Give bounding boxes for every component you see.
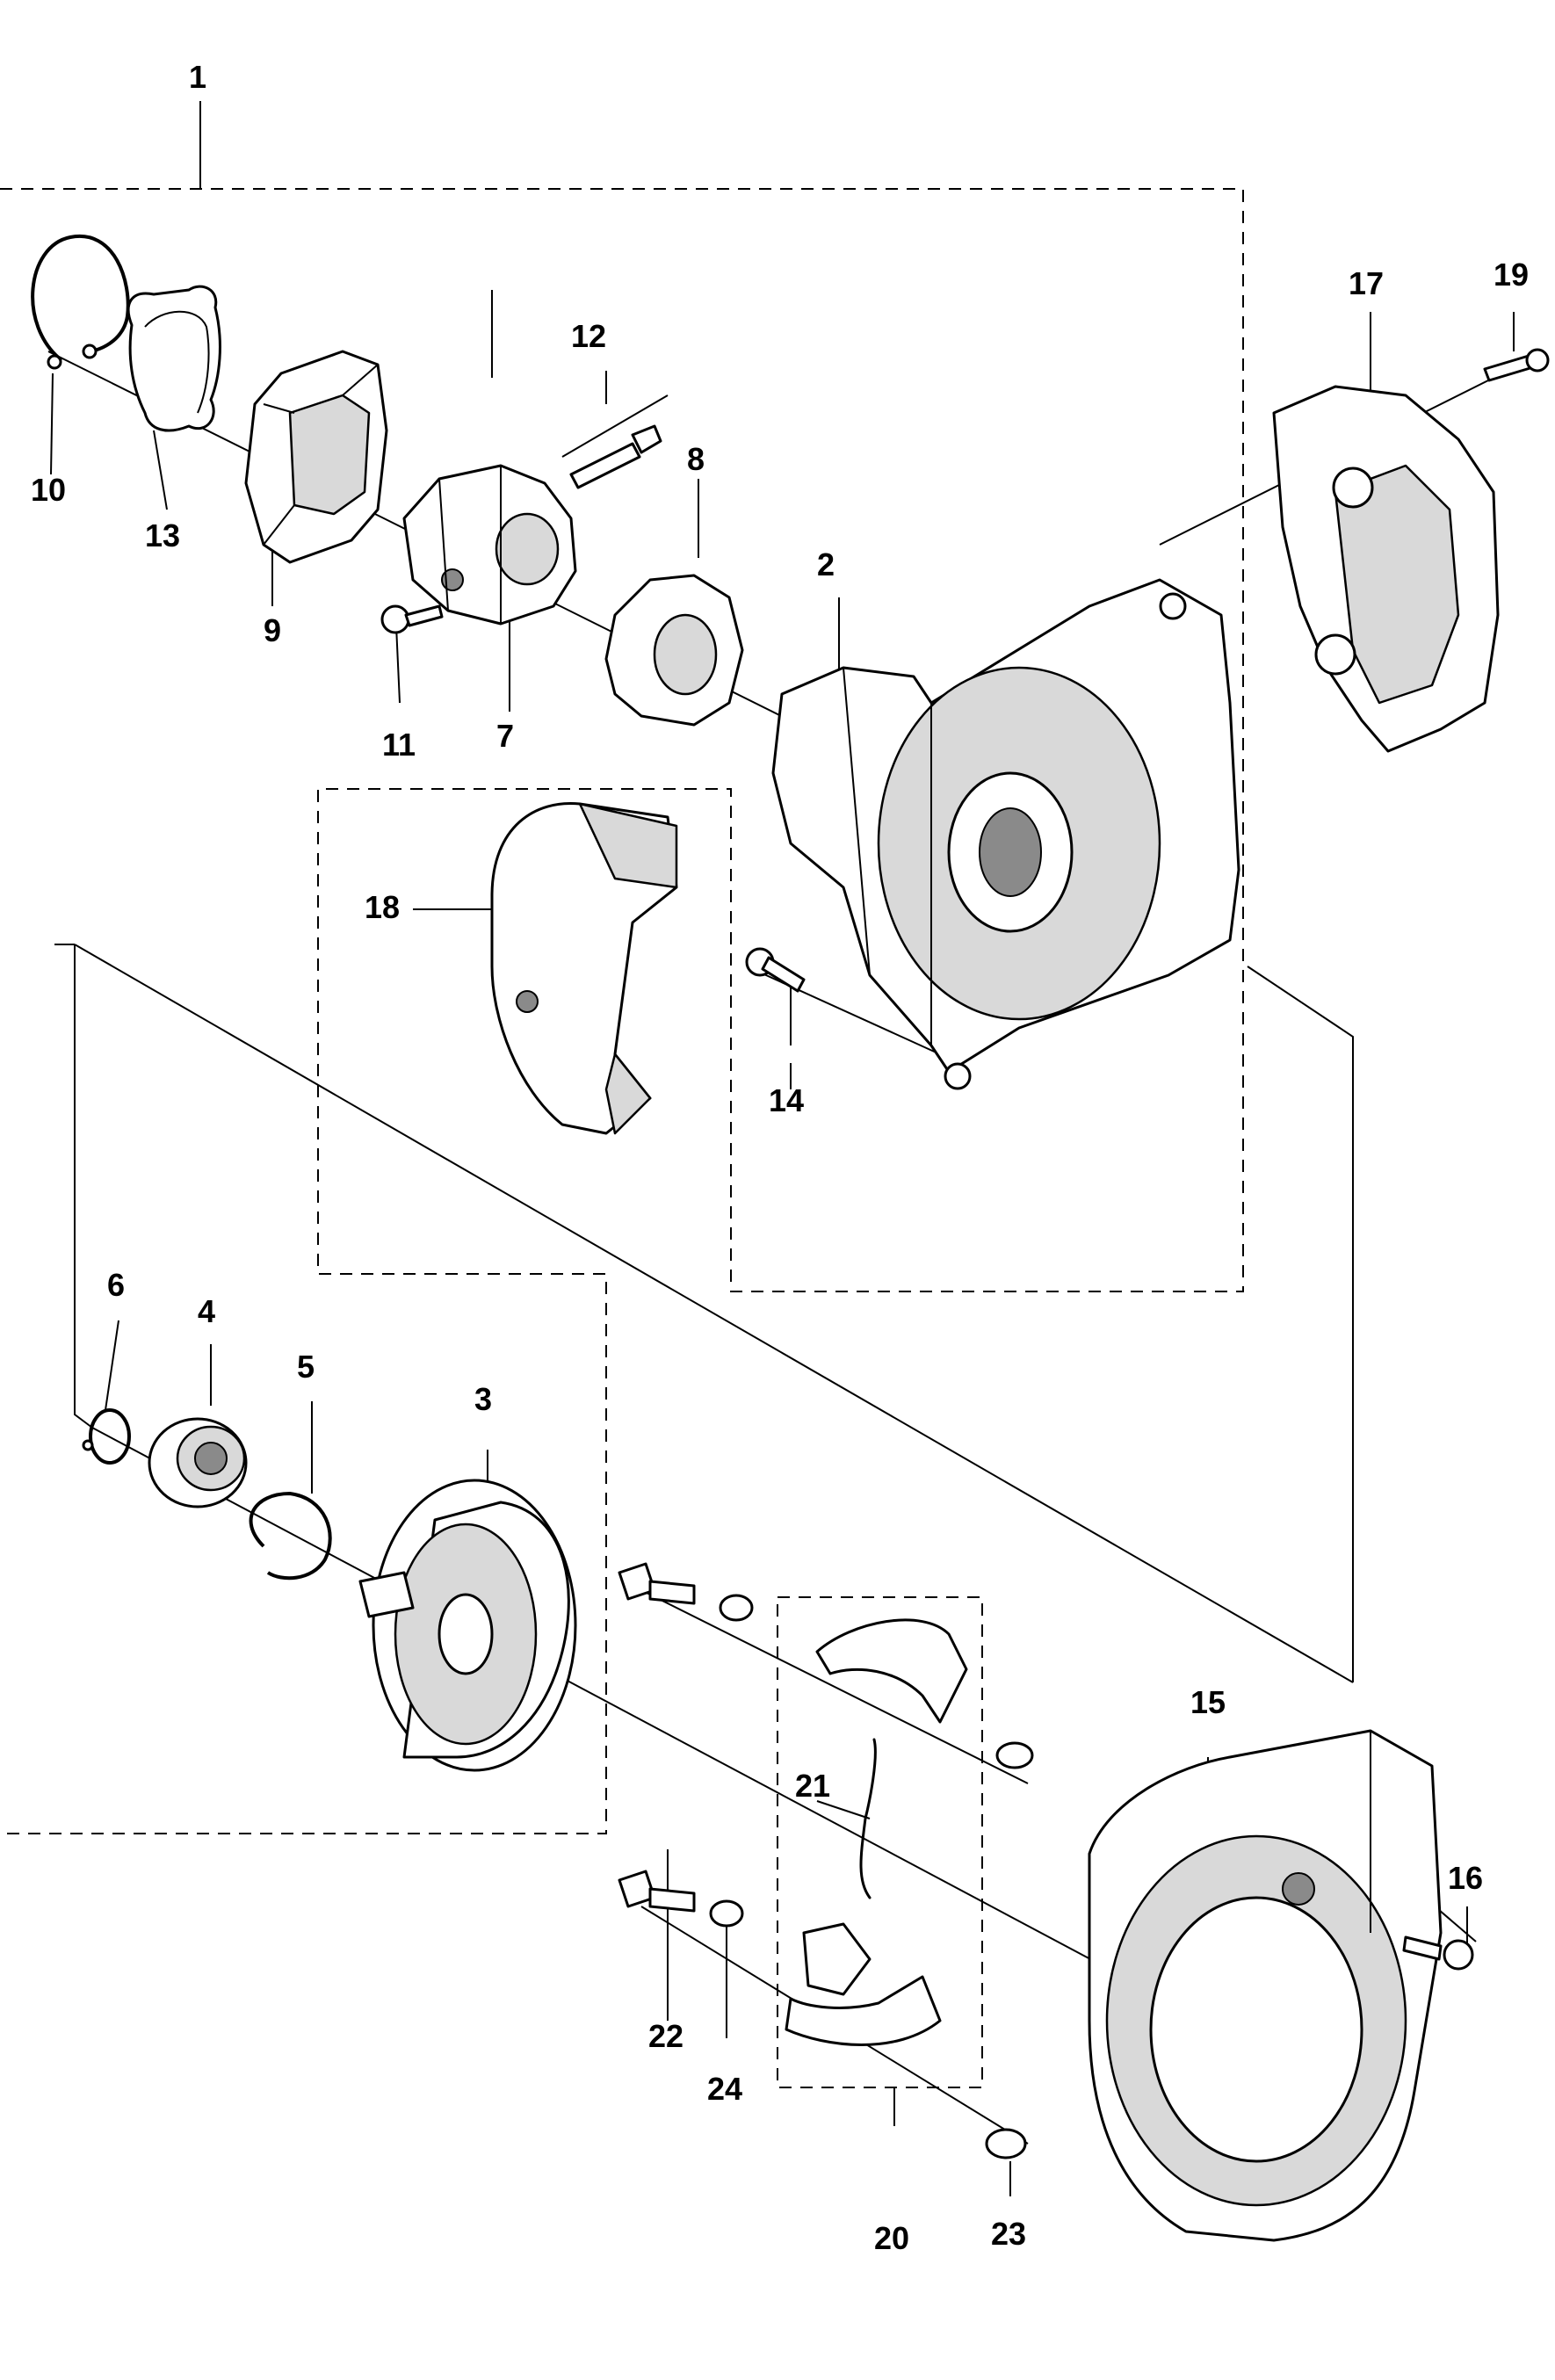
callout-15: 15 — [1190, 1684, 1226, 1720]
callout-labels: 1 2 3 4 5 6 7 8 9 10 11 12 13 14 15 16 1… — [31, 59, 1529, 2256]
callout-19: 19 — [1494, 257, 1529, 293]
snap-ring-5-part — [249, 1491, 332, 1581]
callout-4: 4 — [198, 1293, 215, 1329]
callout-6: 6 — [107, 1267, 125, 1303]
callout-14: 14 — [769, 1082, 804, 1118]
gasket-part — [127, 285, 221, 432]
bolt-14-part — [745, 947, 806, 993]
fan-cover-part — [1088, 1729, 1443, 2242]
bolt-12-part — [569, 424, 662, 489]
screw-11-part — [380, 604, 444, 634]
flange-bolt-part — [1402, 1935, 1474, 1971]
assembly-1-boundary — [0, 188, 1244, 1834]
callout-23: 23 — [991, 2216, 1026, 2252]
callout-22: 22 — [648, 2018, 683, 2054]
callout-21: 21 — [795, 1768, 830, 1804]
clutch-drum-part — [358, 1479, 577, 1772]
callout-24: 24 — [707, 2071, 742, 2107]
bearing-part — [148, 1417, 248, 1508]
callout-8: 8 — [687, 441, 705, 477]
clutch-housing-part — [244, 350, 388, 564]
callout-3: 3 — [474, 1381, 492, 1417]
clutch-shoes-parts — [618, 1562, 1034, 2159]
callout-10: 10 — [31, 472, 66, 508]
snap-ring-6-part — [82, 1408, 131, 1465]
callout-20: 20 — [874, 2220, 909, 2256]
callout-7: 7 — [496, 718, 514, 754]
callout-1: 1 — [189, 59, 206, 95]
retaining-ring-part — [31, 234, 130, 370]
clutch-guard-part — [490, 801, 678, 1135]
callout-2: 2 — [817, 546, 835, 582]
clutch-cover-part — [771, 578, 1240, 1090]
screw-19-part — [1483, 348, 1550, 382]
clutch-hub-part — [402, 464, 577, 626]
callout-9: 9 — [264, 612, 281, 648]
assembly-20-boundary — [777, 1596, 983, 2088]
group-boundaries — [0, 188, 1244, 2088]
callout-12: 12 — [571, 318, 606, 354]
callout-18: 18 — [365, 889, 400, 925]
callout-17: 17 — [1349, 265, 1384, 301]
clutch-spacer-part — [604, 574, 744, 727]
callout-5: 5 — [297, 1349, 315, 1385]
callout-13: 13 — [145, 517, 180, 553]
callout-11: 11 — [382, 727, 416, 763]
fan-shroud-part — [1272, 385, 1500, 753]
callout-16: 16 — [1448, 1860, 1483, 1896]
